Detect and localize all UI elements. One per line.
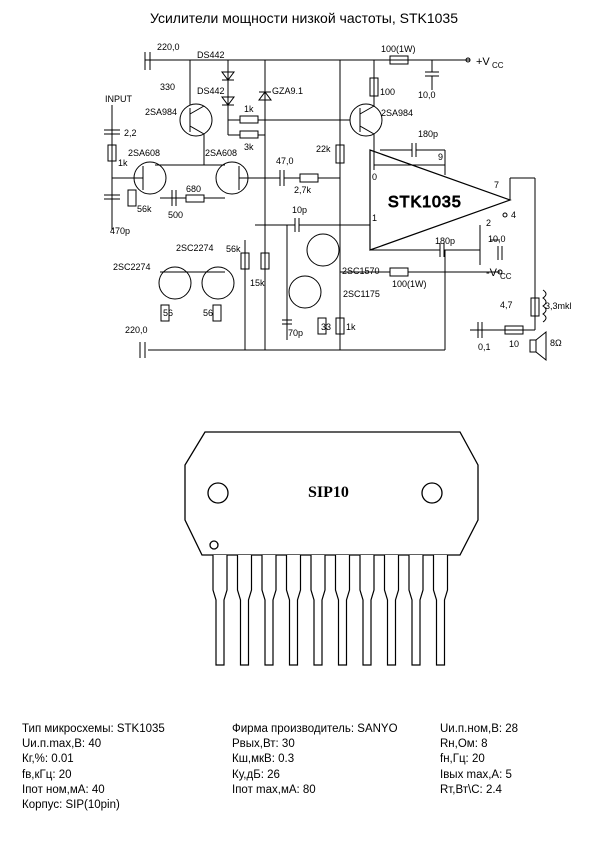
- chip-label: STK1035: [388, 194, 462, 211]
- part-label: 2SC1570: [342, 266, 380, 276]
- part-label: 1k: [346, 322, 356, 332]
- package-pin: [310, 555, 326, 666]
- spec-flow: fн,Гц: 20: [440, 753, 485, 766]
- pin-label: 2: [486, 218, 491, 228]
- part-label: 33: [321, 322, 331, 332]
- part-label: DS442: [197, 86, 225, 96]
- part-label: 4,7: [500, 300, 513, 310]
- spec-idle-nom: Iпот ном,мА: 40: [22, 783, 105, 796]
- circuit-schematic: STK1035: [104, 42, 572, 362]
- part-label: 2SA608: [128, 148, 160, 158]
- part-label: 100(1W): [392, 279, 427, 289]
- package-pins: [212, 555, 449, 666]
- package-pin: [359, 555, 375, 666]
- part-label: 10: [509, 339, 519, 349]
- pin1-marker: [209, 540, 219, 550]
- spec-iout-max: Iвых max,A: 5: [440, 768, 512, 781]
- part-label: 2SC1175: [343, 289, 380, 299]
- part-label: 56k: [226, 244, 241, 254]
- part-label: 10,0: [418, 90, 436, 100]
- spec-gain: Ку,дБ: 26: [232, 768, 280, 781]
- part-label: 56: [203, 308, 213, 318]
- pin-label: 4: [511, 210, 516, 220]
- package-label: SIP10: [308, 484, 349, 501]
- spec-column-3: Uи.п.ном,B: 28 Rн,Ом: 8 fн,Гц: 20 Iвых m…: [440, 722, 518, 798]
- spec-supply-max: Uи.п.max,B: 40: [22, 738, 102, 751]
- part-label: 2SC2274: [176, 243, 214, 253]
- part-label: 100(1W): [381, 44, 416, 54]
- input-label: INPUT: [105, 94, 133, 104]
- part-label: 2SA608: [205, 148, 237, 158]
- package-pin: [285, 555, 302, 666]
- spec-load: Rн,Ом: 8: [440, 738, 488, 751]
- spec-thd: Кг,%: 0.01: [22, 753, 74, 766]
- part-label: 2SA984: [381, 108, 413, 118]
- spec-noise: Кш,мкВ: 0.3: [232, 753, 295, 766]
- part-label: 2SA984: [145, 107, 177, 117]
- part-label: 180p: [418, 129, 438, 139]
- part-label: 47,0: [276, 156, 294, 166]
- pin-label: 9: [438, 152, 443, 162]
- part-label: 10p: [292, 205, 307, 215]
- part-label: GZA9.1: [272, 86, 303, 96]
- package-pin: [408, 555, 424, 666]
- part-label: 15k: [250, 278, 265, 288]
- part-label: 220,0: [125, 325, 148, 335]
- spec-supply-nom: Uи.п.ном,B: 28: [440, 723, 519, 735]
- vcc-negative-sub: CC: [500, 272, 512, 281]
- part-label: 100: [380, 87, 395, 97]
- part-label: 56: [163, 308, 173, 318]
- part-label: 180p: [435, 236, 455, 246]
- part-label: 470p: [110, 226, 130, 236]
- package-body: [184, 431, 479, 556]
- part-label: 3,3mkl: [545, 301, 572, 311]
- part-label: 1k: [244, 104, 254, 114]
- spec-power-out: Pвых,Вт: 30: [232, 738, 295, 751]
- part-label: 22k: [316, 144, 331, 154]
- spec-package: Корпус: SIP(10pin): [22, 798, 120, 811]
- package-pin: [236, 555, 253, 666]
- part-label: 500: [168, 210, 183, 220]
- part-label: 680: [186, 184, 201, 194]
- part-label: 220,0: [157, 42, 180, 52]
- spec-column-1: Тип микросхемы: STK1035 Uи.п.max,B: 40 К…: [22, 722, 165, 813]
- part-label: 8Ω: [550, 338, 562, 348]
- part-label: DS442: [197, 50, 225, 60]
- vcc-positive-label: +V: [476, 56, 490, 68]
- mounting-hole-left: [207, 482, 229, 504]
- part-label: 56k: [137, 204, 152, 214]
- package-pin: [432, 555, 449, 666]
- page-title: Усилители мощности низкой частоты, STK10…: [150, 10, 458, 26]
- spec-manufacturer: Фирма производитель: SANYO: [232, 723, 398, 735]
- pin-label: 1: [372, 213, 377, 223]
- part-label: 330: [160, 82, 175, 92]
- part-label: 1k: [118, 158, 128, 168]
- spec-idle-max: Iпот max,мА: 80: [232, 783, 316, 796]
- part-label: 70p: [288, 328, 303, 338]
- part-label: 2SC2274: [113, 262, 151, 272]
- package-pin: [212, 555, 228, 666]
- mounting-hole-right: [421, 482, 443, 504]
- spec-chip-type: Тип микросхемы: STK1035: [22, 723, 165, 735]
- part-label: 10,0: [488, 234, 506, 244]
- sip10-package-drawing: SIP10: [184, 431, 479, 666]
- vcc-negative-label: -V: [486, 267, 498, 279]
- spec-thermal: Rт,Вт\С: 2.4: [440, 783, 502, 796]
- spec-fhigh: fв,кГц: 20: [22, 768, 72, 781]
- pin-label: 7: [494, 180, 499, 190]
- part-label: 2,2: [124, 128, 137, 138]
- spec-column-2: Фирма производитель: SANYO Pвых,Вт: 30 К…: [232, 722, 398, 798]
- package-pin: [334, 555, 351, 666]
- package-pin: [261, 555, 277, 666]
- part-label: 2,7k: [294, 185, 312, 195]
- package-pin: [383, 555, 400, 666]
- part-label: 3k: [244, 142, 254, 152]
- part-label: 0,1: [478, 342, 491, 352]
- pin-label: 0: [372, 172, 377, 182]
- vcc-positive-sub: CC: [492, 61, 504, 70]
